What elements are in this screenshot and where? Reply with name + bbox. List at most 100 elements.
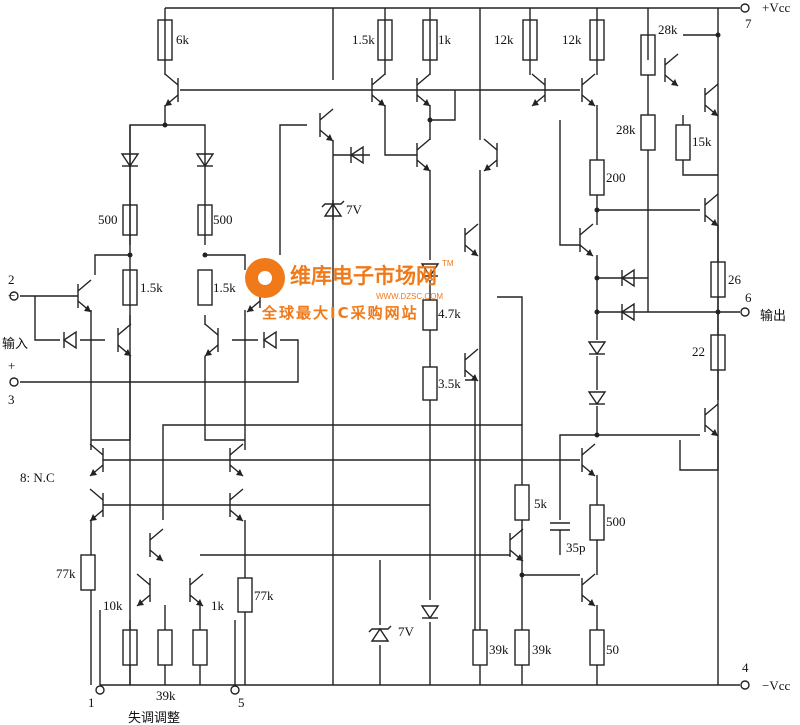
diode-icon — [420, 605, 440, 620]
zener-bar — [368, 625, 392, 633]
junction-dot — [519, 572, 525, 578]
pin-1-label: 1 — [88, 695, 95, 710]
c-35p-label: 35p — [566, 540, 586, 555]
transistor-icon — [189, 573, 204, 607]
wire — [34, 296, 60, 341]
transistor-icon — [229, 488, 244, 522]
r-12k-a-label: 12k — [494, 32, 514, 47]
transistor-icon — [704, 83, 719, 117]
transistor-icon — [77, 279, 92, 313]
emitter-arrow — [711, 429, 718, 436]
watermark-logo-center — [258, 271, 272, 285]
emitter-arrow — [165, 99, 172, 106]
r-10k-label: 10k — [103, 598, 123, 613]
input-label: 输入 — [2, 336, 28, 352]
resistor-icon — [422, 299, 438, 331]
terminal-icon — [740, 680, 750, 690]
emitter-arrow — [423, 99, 430, 106]
r-500-right-label: 500 — [213, 212, 233, 227]
diode-icon — [420, 263, 440, 278]
emitter-arrow — [484, 164, 491, 171]
transistor-icon — [531, 73, 546, 107]
resistor-icon — [237, 577, 253, 613]
transistor-icon — [136, 573, 151, 607]
zener-7v-top-label: 7V — [346, 202, 363, 217]
emitter-arrow — [711, 219, 718, 226]
wire — [679, 440, 719, 471]
components — [9, 3, 750, 695]
transistor-icon — [579, 223, 594, 257]
zener-diode-icon — [368, 625, 392, 642]
junction-dot — [594, 275, 600, 281]
resistor-icon — [422, 366, 438, 401]
emitter-arrow — [90, 514, 97, 521]
emitter-arrow — [137, 599, 144, 606]
transistor-collector — [509, 528, 524, 541]
resistor-icon — [472, 629, 488, 666]
resistor-icon — [122, 629, 138, 666]
wire — [91, 356, 131, 441]
transistor-icon — [464, 348, 479, 382]
wire — [94, 254, 130, 275]
junction-dot — [162, 122, 168, 128]
r-6k-label: 6k — [176, 32, 190, 47]
r-77k-left-label: 77k — [56, 566, 76, 581]
resistor-icon — [197, 204, 213, 236]
r-39k-mid-label: 39k — [156, 688, 176, 703]
transistor-collector — [531, 73, 546, 86]
vcc-pos-label: +Vcc — [762, 0, 790, 15]
wire — [465, 379, 476, 630]
resistor-icon — [192, 629, 208, 666]
transistor-collector — [704, 403, 719, 416]
watermark-tm: TM — [442, 259, 454, 268]
r-39k-a-label: 39k — [489, 642, 509, 657]
resistor-icon — [675, 124, 691, 161]
transistor-collector — [117, 323, 132, 336]
transistor-collector — [164, 73, 179, 86]
diode-icon — [120, 153, 140, 168]
transistor-icon — [204, 323, 219, 357]
noninverting-label: + — [8, 358, 15, 373]
transistor-icon — [464, 223, 479, 257]
emitter-arrow — [247, 305, 254, 312]
transistor-collector — [416, 73, 431, 86]
transistor-collector — [704, 193, 719, 206]
transistor-collector — [89, 488, 104, 501]
diode-body — [587, 391, 607, 406]
wires — [20, 7, 740, 686]
diode-body — [420, 263, 440, 278]
resistor-icon — [80, 554, 96, 591]
transistor-icon — [483, 138, 498, 172]
diode-icon — [620, 268, 635, 288]
wire — [20, 339, 299, 383]
junction-dot — [715, 32, 721, 38]
pin-4-label: 4 — [742, 660, 749, 675]
transistor-collector — [229, 488, 244, 501]
r-3-5k-label: 3.5k — [438, 376, 461, 391]
diode-body — [420, 605, 440, 620]
transistor-collector — [89, 443, 104, 456]
resistor-icon — [422, 19, 438, 61]
emitter-arrow — [196, 599, 203, 606]
resistor-icon — [522, 19, 538, 61]
transistor-icon — [581, 573, 596, 607]
watermark-url: WWW.DZSC.COM — [376, 292, 443, 301]
resistor-icon — [640, 114, 656, 151]
emitter-arrow — [471, 249, 478, 256]
capacitor-icon — [550, 522, 570, 531]
terminal-icon — [740, 3, 750, 13]
r-200-label: 200 — [606, 170, 626, 185]
wire — [497, 296, 523, 425]
diode-icon — [62, 330, 77, 350]
pin-3-label: 3 — [8, 392, 15, 407]
resistor-icon — [589, 159, 605, 196]
transistor-collector — [664, 53, 679, 66]
diode-icon — [620, 302, 635, 322]
r-500-out-label: 500 — [606, 514, 626, 529]
resistor-icon — [589, 504, 605, 541]
terminal-icon — [95, 685, 105, 695]
wire — [682, 160, 718, 176]
diode-icon — [195, 153, 215, 168]
r-4-7k-label: 4.7k — [438, 306, 461, 321]
